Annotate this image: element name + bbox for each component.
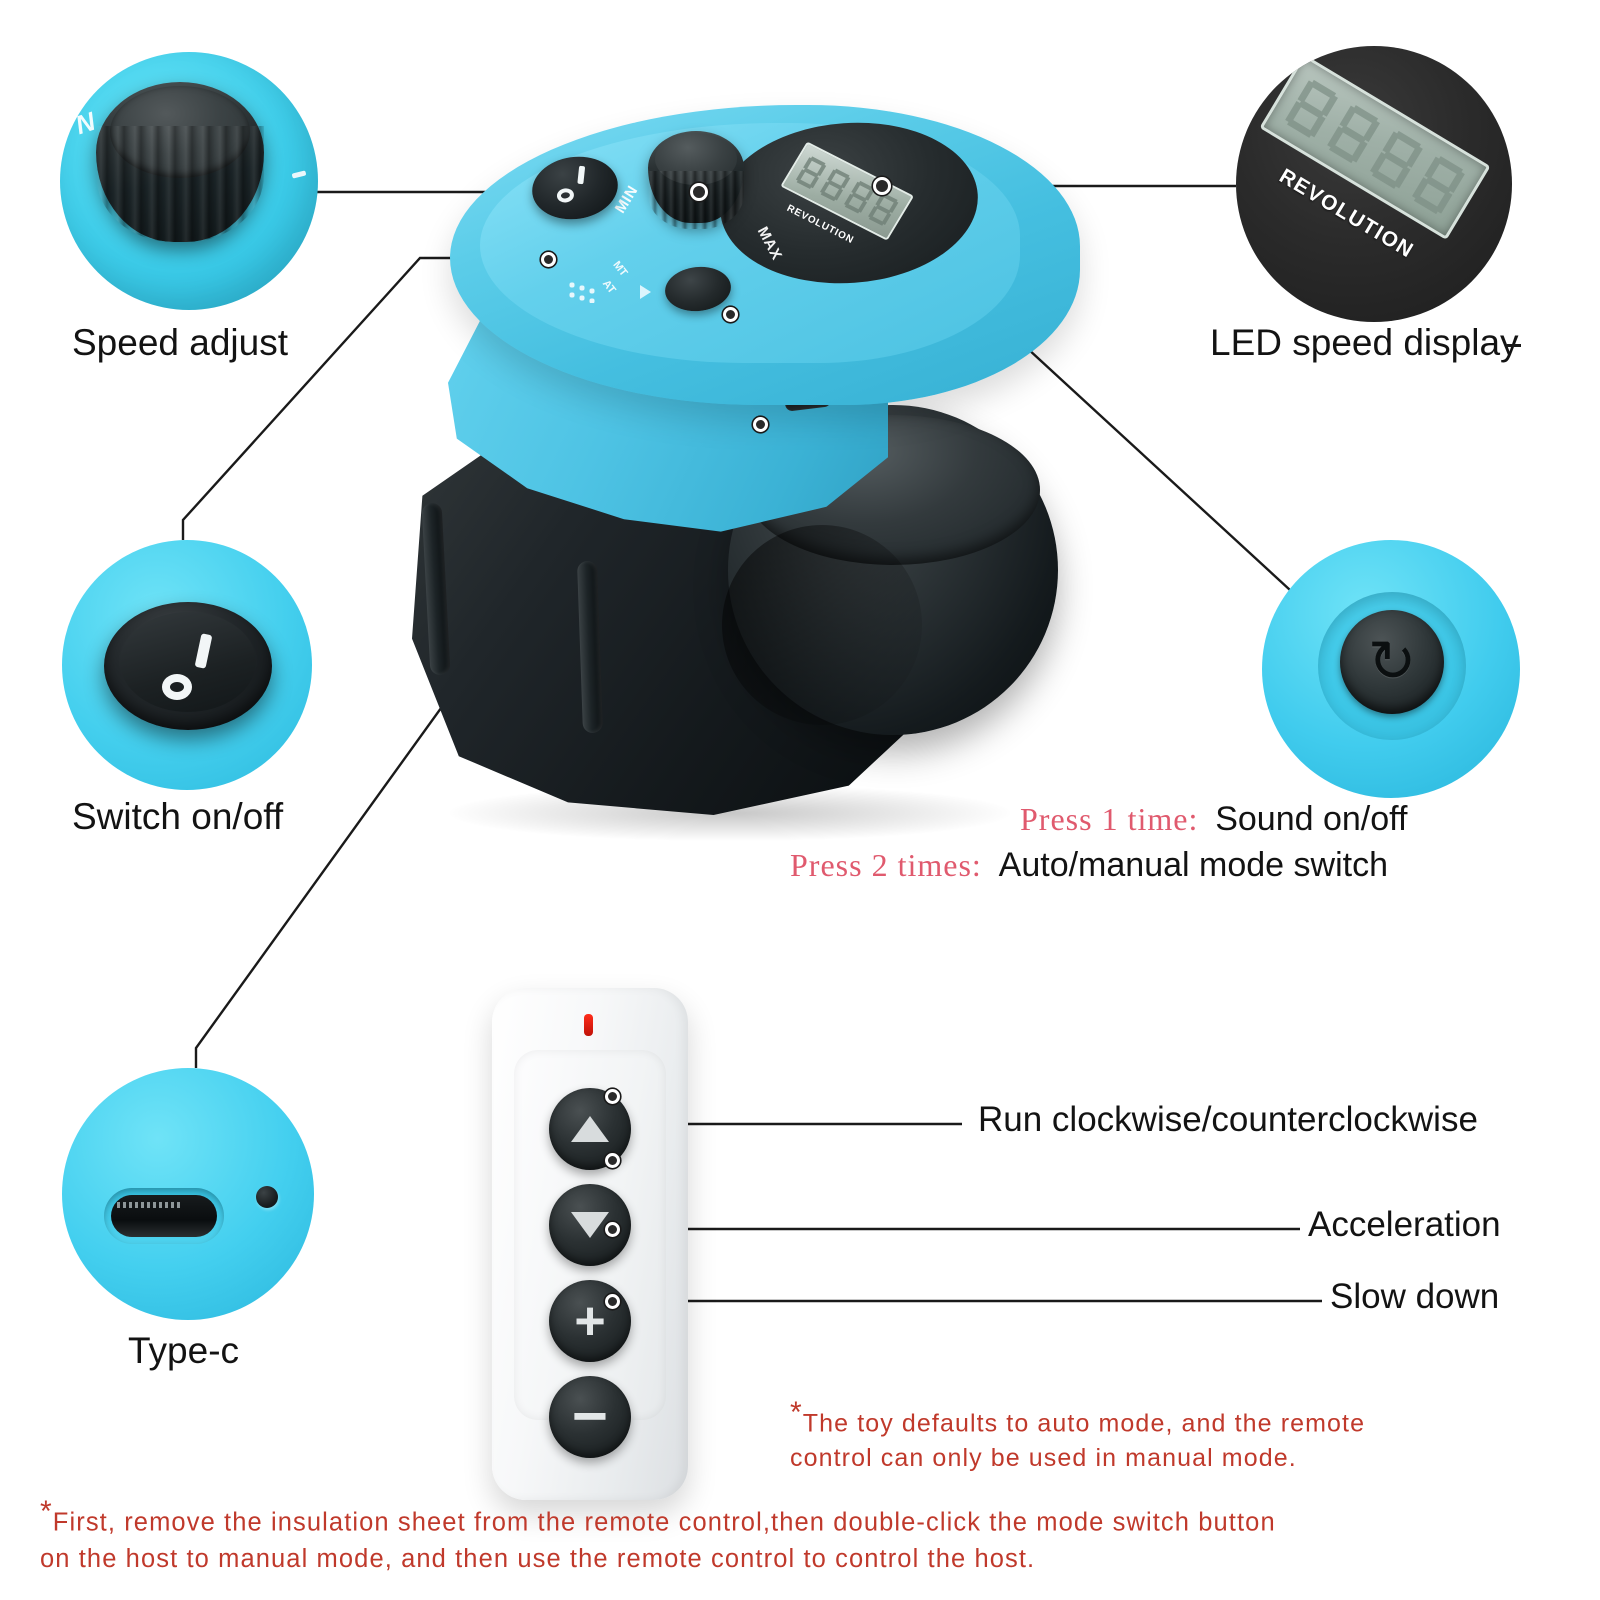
label-acceleration: Acceleration: [1308, 1205, 1501, 1244]
plus-icon: +: [574, 1290, 606, 1351]
remote-control: + −: [492, 988, 688, 1500]
anchor-remote-down: [605, 1153, 620, 1168]
footnote-setup-line2: on the host to manual mode, and then use…: [40, 1545, 1036, 1574]
press-note-1: Press 1 time: Sound on/off: [1020, 800, 1407, 839]
anchor-speed-knob: [690, 183, 708, 201]
press-note-2-prefix: Press 2 times:: [790, 847, 982, 883]
product-lcd-window: [780, 141, 915, 241]
knob-ridges: [96, 126, 264, 242]
product-illustration: REVOLUTION MIN MAX MT AT: [390, 95, 1130, 855]
callout-switch-onoff: [62, 540, 312, 790]
footnote-auto-mode-marker: *: [790, 1396, 803, 1429]
knob-min-marking: N: [71, 105, 99, 141]
remote-button-plus[interactable]: +: [549, 1280, 631, 1362]
rotation-arrows-icon: ↻: [1367, 629, 1417, 694]
lcd-display-icon: [1259, 54, 1491, 240]
lcd-digit: [794, 155, 828, 190]
callout-label-switch-onoff: Switch on/off: [72, 796, 284, 837]
lcd-digit: [867, 192, 900, 227]
mode-switch-icon: ↻: [1340, 610, 1444, 714]
footnote-setup-line1: First, remove the insulation sheet from …: [52, 1508, 1276, 1537]
lcd-digit: [818, 167, 852, 203]
remote-button-minus[interactable]: −: [549, 1376, 631, 1458]
rocker-off-marking: [162, 674, 192, 700]
lcd-digit: [1283, 77, 1340, 141]
callout-label-type-c: Type-c: [128, 1330, 240, 1371]
product-mode-marker-triangle-icon: [640, 285, 651, 299]
led-label-dash: [1507, 344, 1521, 347]
product-level-dots: [568, 281, 612, 303]
lcd-digit: [1410, 153, 1467, 217]
callout-label-led-display: LED speed display: [1210, 322, 1519, 363]
anchor-usb-c-port: [753, 417, 768, 432]
minus-icon: −: [571, 1381, 609, 1451]
footnote-auto-mode-line2: control can only be used in manual mode.: [790, 1443, 1297, 1472]
anchor-remote-plus: [605, 1222, 620, 1237]
anchor-remote-up: [605, 1089, 620, 1104]
triangle-up-icon: [571, 1116, 609, 1142]
mode-button-recess: ↻: [1318, 592, 1466, 740]
label-run-direction: Run clockwise/counterclockwise: [978, 1100, 1478, 1139]
press-note-2: Press 2 times: Auto/manual mode switch: [790, 846, 1388, 885]
red-led-icon: [584, 1014, 593, 1036]
footnote-auto-mode: *The toy defaults to auto mode, and the …: [790, 1392, 1365, 1475]
rotary-knob-icon: [96, 82, 264, 242]
callout-label-speed-adjust: Speed adjust: [72, 322, 289, 363]
anchor-lcd-display: [873, 177, 891, 195]
rocker-switch-icon: [104, 602, 272, 730]
lcd-digit: [1368, 128, 1425, 191]
usb-c-port-icon: [104, 1188, 224, 1244]
rocker-off-marking: [556, 187, 575, 204]
anchor-rocker-switch: [541, 252, 556, 267]
footnote-auto-mode-line1: The toy defaults to auto mode, and the r…: [802, 1409, 1366, 1438]
anchor-remote-minus: [605, 1294, 620, 1309]
usb-c-port-cavity: [111, 1195, 217, 1237]
callout-type-c: [62, 1068, 314, 1320]
knob-index-mark: [291, 170, 307, 179]
label-slow-down: Slow down: [1330, 1277, 1500, 1316]
callout-led-display: REVOLUTION: [1236, 46, 1512, 322]
footnote-setup: *First, remove the insulation sheet from…: [40, 1490, 1580, 1578]
product-speed-knob[interactable]: [648, 131, 744, 223]
rocker-on-marking: [194, 633, 213, 669]
usb-c-pins: [117, 1202, 183, 1208]
lcd-digit: [1325, 103, 1382, 166]
press-note-2-action: Auto/manual mode switch: [998, 846, 1388, 884]
indicator-led-hole-icon: [256, 1186, 278, 1208]
press-note-1-action: Sound on/off: [1215, 800, 1408, 838]
rocker-face: [120, 612, 256, 712]
callout-mode-button: ↻: [1262, 540, 1520, 798]
press-note-1-prefix: Press 1 time:: [1020, 801, 1199, 837]
drum-shading: [722, 525, 922, 725]
anchor-mode-button: [723, 307, 738, 322]
lcd-digit: [842, 180, 876, 215]
rocker-on-marking: [577, 165, 586, 185]
triangle-down-icon: [571, 1212, 609, 1238]
callout-speed-adjust: N: [60, 52, 318, 310]
footnote-setup-marker: *: [40, 1495, 53, 1528]
